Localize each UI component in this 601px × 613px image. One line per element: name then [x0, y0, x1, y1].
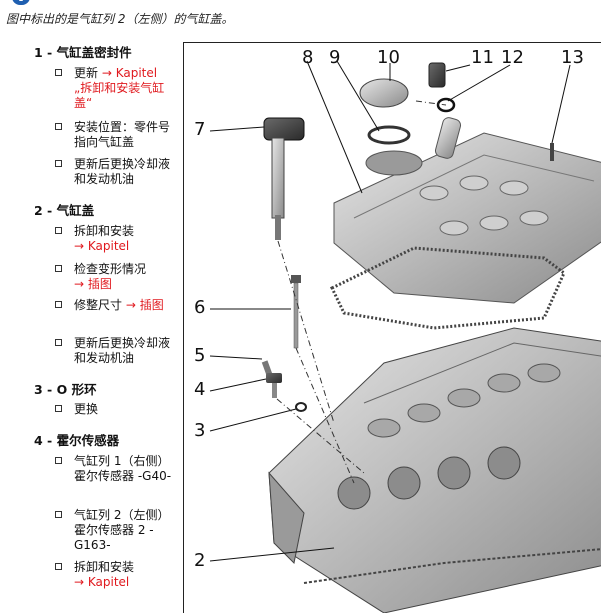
long-bolt: [291, 275, 301, 349]
illustration-link[interactable]: → 插图: [74, 277, 112, 291]
bullet-icon: [55, 457, 62, 464]
bullet-icon: [55, 339, 62, 346]
bullet-icon: [55, 123, 62, 130]
cylinder-head: [268, 327, 601, 613]
callout-9: 9: [329, 47, 341, 68]
bullet-icon: [55, 563, 62, 570]
callout-5: 5: [194, 345, 206, 366]
bolt: [550, 143, 554, 161]
o-ring: [436, 97, 456, 113]
callout-11: 11: [471, 47, 494, 68]
small-bolt: [261, 360, 273, 376]
callout-6: 6: [194, 297, 206, 318]
item-text: 气缸列 2（左侧）霍尔传感器 2 -G163-: [74, 508, 170, 552]
callout-2: 2: [194, 550, 206, 571]
bullet-icon: [55, 511, 62, 518]
illustration-link[interactable]: → 插图: [125, 298, 164, 312]
hall-sensor: [266, 373, 282, 398]
kapitel-link[interactable]: → Kapitel „拆卸和安装气缸盖“: [74, 66, 165, 110]
o-ring-small: [295, 402, 307, 412]
legend-section-title: 3 - O 形环: [34, 382, 97, 397]
callout-13: 13: [561, 47, 584, 68]
item-text: 更换: [74, 402, 99, 416]
legend-section-title: 2 - 气缸盖: [34, 203, 95, 218]
exploded-view-figure: 8 9 10 11 12 13 7 6 5 4 3 2: [183, 42, 601, 613]
oil-filler-cap: [359, 78, 409, 108]
item-text: 拆卸和安装: [74, 224, 135, 238]
info-icon: [12, 0, 30, 5]
bullet-icon: [55, 227, 62, 234]
bullet-icon: [55, 160, 62, 167]
leader-lines: [209, 60, 571, 562]
valve-cover-gasket: [330, 246, 566, 330]
legend-section-title: 4 - 霍尔传感器: [34, 433, 120, 448]
sensor: [428, 62, 446, 88]
kapitel-link[interactable]: → Kapitel: [74, 239, 130, 253]
item-text: 拆卸和安装: [74, 560, 135, 574]
figure-note: 图中标出的是气缸列 2（左侧）的气缸盖。: [6, 12, 234, 26]
callout-8: 8: [302, 47, 314, 68]
item-text: 修整尺寸: [74, 298, 123, 312]
item-text: 更新: [74, 66, 99, 80]
bullet-icon: [55, 265, 62, 272]
kapitel-link[interactable]: → Kapitel: [74, 575, 130, 589]
item-text: 气缸列 1（右侧）霍尔传感器 -G40-: [74, 454, 172, 483]
callout-3: 3: [194, 420, 206, 441]
head-gasket: [303, 548, 601, 584]
callout-10: 10: [377, 47, 400, 68]
exploded-view-drawing: [209, 60, 601, 613]
bullet-icon: [55, 69, 62, 76]
callout-12: 12: [501, 47, 524, 68]
ignition-coil: [263, 117, 305, 240]
callout-7: 7: [194, 119, 206, 140]
valve-cover: [333, 117, 601, 304]
item-text: 检查变形情况: [74, 262, 147, 276]
legend-section-title: 1 - 气缸盖密封件: [34, 45, 132, 60]
bullet-icon: [55, 405, 62, 412]
assembly-lines: [276, 100, 447, 484]
item-text: 更新后更换冷却液和发动机油: [74, 157, 171, 186]
seal-ring: [367, 125, 411, 145]
callout-4: 4: [194, 379, 206, 400]
item-text: 安装位置：零件号指向气缸盖: [74, 120, 171, 149]
bullet-icon: [55, 301, 62, 308]
item-text: 更新后更换冷却液和发动机油: [74, 336, 171, 365]
